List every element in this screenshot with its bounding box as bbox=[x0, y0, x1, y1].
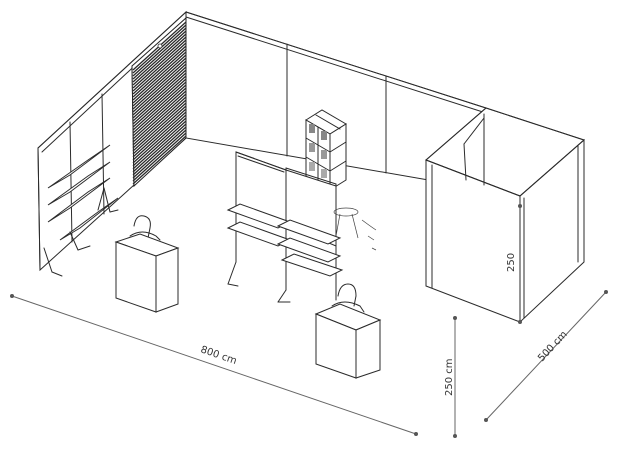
slat-line bbox=[132, 126, 187, 176]
depth-label: 500 cm bbox=[536, 329, 570, 364]
dimension-height: 250 cm bbox=[444, 316, 457, 438]
slat-line bbox=[132, 24, 187, 74]
slat-line bbox=[132, 51, 187, 101]
slat-line bbox=[132, 45, 187, 95]
slat-line bbox=[132, 36, 187, 86]
slat-line bbox=[132, 129, 187, 179]
slat-line bbox=[132, 105, 187, 155]
slat-line bbox=[132, 90, 187, 140]
slat-line bbox=[132, 72, 187, 122]
slatwall-panel bbox=[131, 16, 187, 188]
slat-line bbox=[132, 120, 187, 170]
slat-line bbox=[132, 69, 187, 119]
slat-line bbox=[132, 117, 187, 167]
slat-line bbox=[132, 39, 187, 89]
width-label: 800 cm bbox=[199, 344, 238, 367]
slat-line bbox=[132, 54, 187, 104]
slat-line bbox=[132, 135, 187, 185]
slat-line bbox=[132, 123, 187, 173]
slat-line bbox=[132, 60, 187, 110]
slat-line bbox=[132, 57, 187, 107]
slat-line bbox=[132, 63, 187, 113]
slat-line bbox=[132, 96, 187, 146]
slat-line bbox=[132, 87, 187, 137]
slat-line bbox=[132, 102, 187, 152]
slat-line bbox=[132, 30, 187, 80]
slat-line bbox=[132, 48, 187, 98]
slat-line bbox=[132, 111, 187, 161]
slat-line bbox=[132, 132, 187, 182]
counter-left bbox=[114, 215, 180, 313]
cabin-height-label: 250 bbox=[506, 253, 517, 272]
central-display-wall bbox=[226, 151, 344, 303]
height-label: 250 cm bbox=[444, 358, 455, 396]
slat-line bbox=[132, 108, 187, 158]
spotlight-icon bbox=[157, 43, 163, 49]
slat-line bbox=[132, 42, 187, 92]
slat-line bbox=[132, 33, 187, 83]
slat-line bbox=[132, 114, 187, 164]
slat-line bbox=[132, 93, 187, 143]
slat-line bbox=[132, 27, 187, 77]
wall-shelves bbox=[43, 144, 119, 277]
dimension-cabin-height: 250 bbox=[506, 253, 517, 272]
cube-shelf bbox=[305, 109, 347, 191]
bar-stool-rear bbox=[333, 207, 377, 251]
slat-line bbox=[132, 81, 187, 131]
counter-front bbox=[314, 283, 382, 379]
storage-cabin bbox=[425, 107, 585, 324]
slat-line bbox=[132, 78, 187, 128]
slat-line bbox=[132, 84, 187, 134]
slat-line bbox=[132, 99, 187, 149]
slat-line bbox=[132, 66, 187, 116]
slat-line bbox=[132, 75, 187, 125]
